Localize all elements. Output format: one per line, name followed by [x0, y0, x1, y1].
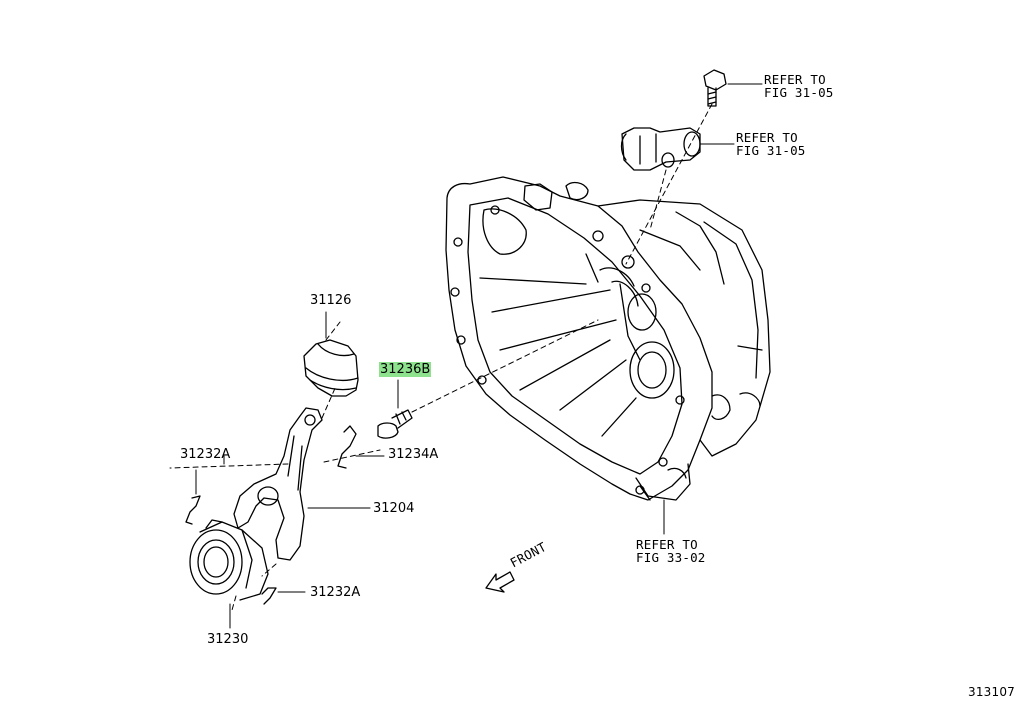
refer-label-bolt-line2: FIG 31-05	[764, 85, 834, 100]
refer-label-cylinder[interactable]: REFER TO FIG 31-05	[736, 131, 806, 157]
diagram-id: 313107	[968, 685, 1016, 699]
refer-label-bolt-line1: REFER TO	[764, 72, 826, 87]
refer-label-bolt[interactable]: REFER TO FIG 31-05	[764, 73, 834, 99]
part-label-31126[interactable]: 31126	[310, 293, 352, 308]
refer-label-housing-line2: FIG 33-02	[636, 550, 706, 565]
refer-label-cylinder-line2: FIG 31-05	[736, 143, 806, 158]
refer-label-cylinder-line1: REFER TO	[736, 130, 798, 145]
part-label-31234a[interactable]: 31234A	[388, 447, 439, 462]
pivot-ball-drawing[interactable]	[377, 409, 413, 439]
cylinder-bolt-drawing[interactable]	[703, 69, 727, 107]
part-label-31230[interactable]: 31230	[207, 632, 249, 647]
clip-drawings[interactable]	[185, 425, 357, 605]
refer-label-housing-line1: REFER TO	[636, 537, 698, 552]
front-arrow-drawing	[485, 571, 515, 593]
part-label-31232a-lower[interactable]: 31232A	[310, 585, 361, 600]
assembly-dashed-lines	[169, 103, 713, 611]
release-bearing-drawing[interactable]	[189, 519, 269, 601]
transmission-housing-drawing[interactable]	[445, 176, 771, 501]
part-label-31232a-upper[interactable]: 31232A	[180, 447, 231, 462]
part-label-31236b-highlighted[interactable]: 31236B	[379, 362, 432, 377]
refer-label-housing[interactable]: REFER TO FIG 33-02	[636, 538, 706, 564]
release-cylinder-drawing[interactable]	[620, 127, 701, 171]
release-fork-drawing[interactable]	[233, 407, 323, 561]
part-label-31204[interactable]: 31204	[373, 501, 415, 516]
fork-boot-drawing[interactable]	[303, 339, 359, 397]
leader-lines	[195, 83, 763, 629]
